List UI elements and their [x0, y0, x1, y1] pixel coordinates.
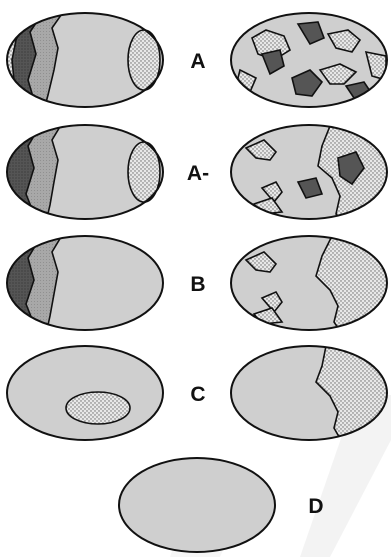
grade-d-specimen	[119, 458, 275, 552]
grade-label-d: D	[308, 495, 323, 518]
grade-label-a: A	[190, 50, 205, 73]
grade-a-minus-right-specimen	[231, 120, 391, 222]
row-a-minus: A-	[0, 110, 391, 222]
row-c: C	[7, 340, 391, 442]
grade-label-b: B	[190, 273, 205, 296]
grade-label-c: C	[190, 383, 205, 406]
grade-a-minus-left-specimen	[0, 110, 163, 222]
row-d: D	[119, 458, 324, 552]
grade-a-left-specimen	[0, 0, 163, 110]
grade-a-right-specimen	[231, 13, 387, 107]
grade-b-left-specimen	[0, 225, 163, 334]
row-a: A	[0, 0, 387, 110]
grade-b-right-specimen	[231, 230, 391, 334]
grade-label-a-minus: A-	[187, 162, 209, 185]
grade-c-left-specimen	[7, 346, 163, 440]
row-b: B	[0, 225, 391, 334]
